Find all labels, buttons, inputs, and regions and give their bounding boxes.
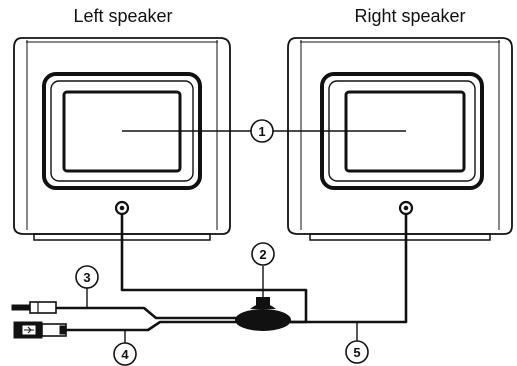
right-speaker-base bbox=[309, 233, 491, 241]
callout-2: 2 bbox=[251, 242, 275, 266]
callout-3-text: 3 bbox=[83, 270, 90, 285]
usb-plug-grip bbox=[59, 325, 67, 335]
left-speaker-jack-center bbox=[119, 205, 125, 211]
left-speaker bbox=[13, 37, 231, 241]
audio-plug-pin bbox=[11, 304, 31, 311]
callout-1: 1 bbox=[250, 119, 274, 143]
usb-symbol-icon bbox=[24, 326, 34, 334]
volume-control-box bbox=[235, 309, 291, 331]
audio-plug-sleeve bbox=[29, 301, 57, 314]
callout-3: 3 bbox=[75, 265, 99, 289]
right-speaker-jack-center bbox=[403, 205, 409, 211]
right-speaker-cable bbox=[290, 214, 408, 324]
left-speaker-body bbox=[13, 37, 231, 235]
leader-lines bbox=[86, 130, 406, 343]
callout-5-text: 5 bbox=[353, 345, 360, 360]
callout-4: 4 bbox=[113, 342, 137, 366]
audio-plug-icon bbox=[11, 301, 57, 314]
left-speaker-label: Left speaker bbox=[73, 6, 173, 26]
left-speaker-cable bbox=[120, 214, 308, 324]
volume-knob-top bbox=[250, 303, 276, 309]
usb-cable bbox=[66, 320, 238, 332]
volume-control bbox=[235, 297, 291, 331]
audio-cable bbox=[54, 306, 238, 320]
callout-5: 5 bbox=[345, 340, 369, 364]
callout-1-text: 1 bbox=[258, 124, 265, 139]
usb-plug-icon bbox=[13, 321, 67, 339]
right-speaker-body bbox=[287, 37, 513, 235]
cables bbox=[54, 214, 408, 332]
right-speaker bbox=[287, 37, 513, 241]
callout-4-text: 4 bbox=[121, 347, 129, 362]
callout-2-text: 2 bbox=[259, 247, 266, 262]
right-speaker-label: Right speaker bbox=[354, 6, 466, 26]
